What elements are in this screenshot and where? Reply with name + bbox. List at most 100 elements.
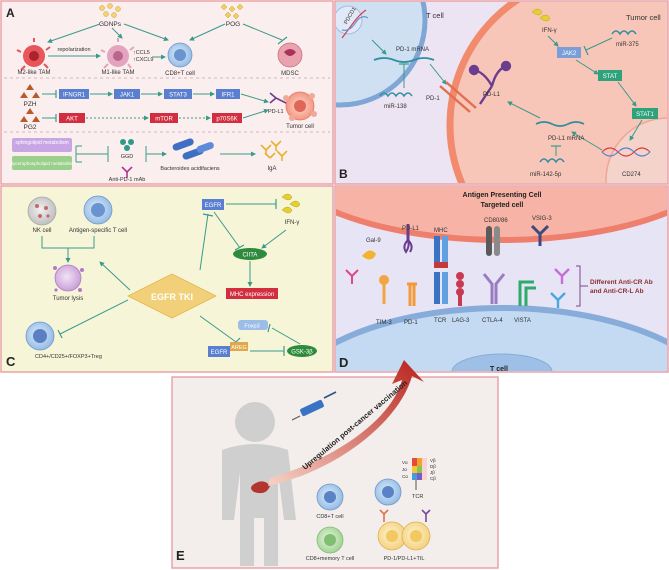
human-silhouette-icon — [222, 402, 296, 566]
egfr-label-bottom: EGFR — [211, 350, 228, 356]
gdnps-particles-icon — [99, 3, 121, 18]
mdsc-label: MDSC — [281, 71, 299, 77]
iga-molecule-icon — [260, 140, 288, 161]
va-label: Vα — [402, 460, 408, 465]
antibody-icon-d1 — [345, 269, 359, 284]
gdnps-label: GDNPs — [99, 21, 122, 28]
apc-label: Antigen Presenting Cell — [463, 192, 542, 199]
gsk3b-label: GSK-3β — [291, 350, 313, 356]
glycerophospholipid-label: glycerophospholipid metabolism — [9, 161, 75, 166]
antigen-tcell-label: Antigen-specific T cell — [69, 228, 127, 234]
tim3-label: TIM-3 — [376, 320, 392, 326]
ifng-icon-b — [531, 8, 551, 22]
lag3-label: LAG-3 — [452, 318, 470, 324]
pd1-mrna-strand — [373, 57, 435, 63]
pdl1-label-d: PD-L1 — [402, 226, 420, 232]
arrow-pog-cd8 — [189, 23, 226, 41]
cb-label: Cβ — [430, 476, 436, 481]
foxp3-box — [238, 320, 268, 330]
apc-membrane — [336, 187, 667, 243]
irf1-box — [216, 89, 240, 99]
cd8-tcell-label-e: CD8+T cell — [316, 514, 343, 520]
anti-cr-ab-label: Different Anti-CR Ab — [590, 279, 653, 286]
arrow-gdnps-m1 — [111, 27, 123, 39]
mhc-complex-icon — [434, 236, 448, 268]
pzh-label: PZH — [24, 101, 37, 108]
stat1-label: STAT1 — [636, 112, 654, 118]
cd274-label: CD274 — [622, 172, 641, 178]
egfr-tki-diamond — [127, 273, 217, 319]
syringe-icon — [291, 391, 337, 421]
pdl1-label-a: PD-L1 — [268, 109, 284, 115]
mhc-expression-label: MHC expression — [230, 292, 274, 298]
antigen-tcell-icon — [83, 195, 113, 225]
tcr-label-e: TCR — [412, 494, 423, 500]
stat3-label: STAT3 — [169, 93, 187, 99]
egfr-box-top — [202, 199, 224, 210]
ggd-molecule-icon — [120, 139, 134, 151]
stat-box — [598, 70, 622, 81]
sphingolipid-label: sphingolipid metabolism — [15, 140, 68, 146]
lag3-receptor — [456, 272, 464, 306]
panel-e: E Upregulation post-cancer vaccination C… — [171, 360, 499, 569]
ifng-label-b: IFN-γ — [542, 28, 557, 34]
tumor-cell-label-a: Tumor cell — [286, 124, 314, 130]
p70s6k-box — [212, 113, 242, 123]
iga-label: IgA — [267, 166, 276, 172]
pg2-triangles-icon — [20, 108, 40, 122]
ifngr1-label: IFNGR1 — [63, 93, 86, 99]
dna-icon-b1 — [341, 9, 369, 39]
panel-b-letter: B — [339, 167, 348, 181]
jak2-box — [557, 47, 581, 58]
egfr-tki-label: EGFR TKI — [151, 292, 193, 302]
jak1-label: JAK1 — [120, 93, 135, 99]
egfr-label-top: EGFR — [205, 203, 222, 209]
m2-tam-cell-icon — [16, 38, 51, 71]
tim3-receptor — [379, 275, 389, 304]
jak1-box — [114, 89, 140, 99]
ciita-label: CIITA — [243, 253, 258, 259]
sphingolipid-box — [12, 138, 72, 152]
svg-text:sphingolipid metabolism: sphingolipid metabolism — [15, 140, 68, 146]
mir375-icon — [611, 30, 637, 36]
pd1-label-b: PD-1 — [426, 96, 440, 102]
tumor-membrane-b — [446, 2, 667, 183]
upregulation-arrow — [268, 360, 424, 486]
panel-b: B T cell Tumor cell PDCD1 PD-1 mRNA miR-… — [334, 0, 669, 185]
mir138-icon — [379, 92, 413, 98]
antibody-icon-a — [121, 166, 133, 178]
panel-a-letter: A — [6, 6, 15, 20]
nk-cell-label: NK cell — [32, 228, 51, 234]
gal9-icon — [362, 250, 376, 260]
pog-diamonds-icon — [220, 3, 244, 20]
tcr-receptor — [434, 272, 448, 304]
ifngr1-box — [59, 89, 89, 99]
tcr-tcell-icon — [374, 478, 402, 506]
m1-tam-label: M1-like TAM — [101, 70, 134, 76]
panel-c-letter: C — [6, 354, 16, 369]
mhc-expression-box — [226, 288, 278, 299]
m2-tam-label: M2-like TAM — [17, 70, 50, 76]
pdl1-label-b: PD-L1 — [483, 92, 501, 98]
panel-d: D Antigen Presenting Cell Targeted cell … — [334, 185, 669, 373]
vista-receptor — [518, 280, 536, 306]
ca-label: Cα — [402, 474, 408, 479]
treg-label: CD4+/CD25+/FOXP3+Treg — [35, 354, 102, 360]
m1-tam-cell-icon — [100, 38, 135, 69]
pzh-triangles-icon — [20, 84, 40, 98]
tcr-gene-diagram — [412, 458, 427, 490]
pd1-til-label: PD-1/PD-L1+TIL — [384, 556, 425, 562]
mir142-icon — [539, 158, 565, 164]
jb-label: Jβ — [430, 470, 435, 475]
ifng-label-c: IFN-γ — [285, 220, 300, 226]
pdl1-mrna-strand — [535, 121, 585, 127]
stat-label: STAT — [603, 74, 618, 80]
mdsc-cell-icon — [277, 42, 303, 68]
arrow-gdnps-cd8 — [123, 23, 169, 41]
ggd-label: GGD — [121, 154, 134, 160]
antibody-icon-d3 — [550, 292, 566, 308]
mhc-label: MHC — [434, 228, 448, 234]
tcell-membrane-d — [336, 305, 667, 371]
tcell-label-d: T cell — [490, 366, 508, 373]
